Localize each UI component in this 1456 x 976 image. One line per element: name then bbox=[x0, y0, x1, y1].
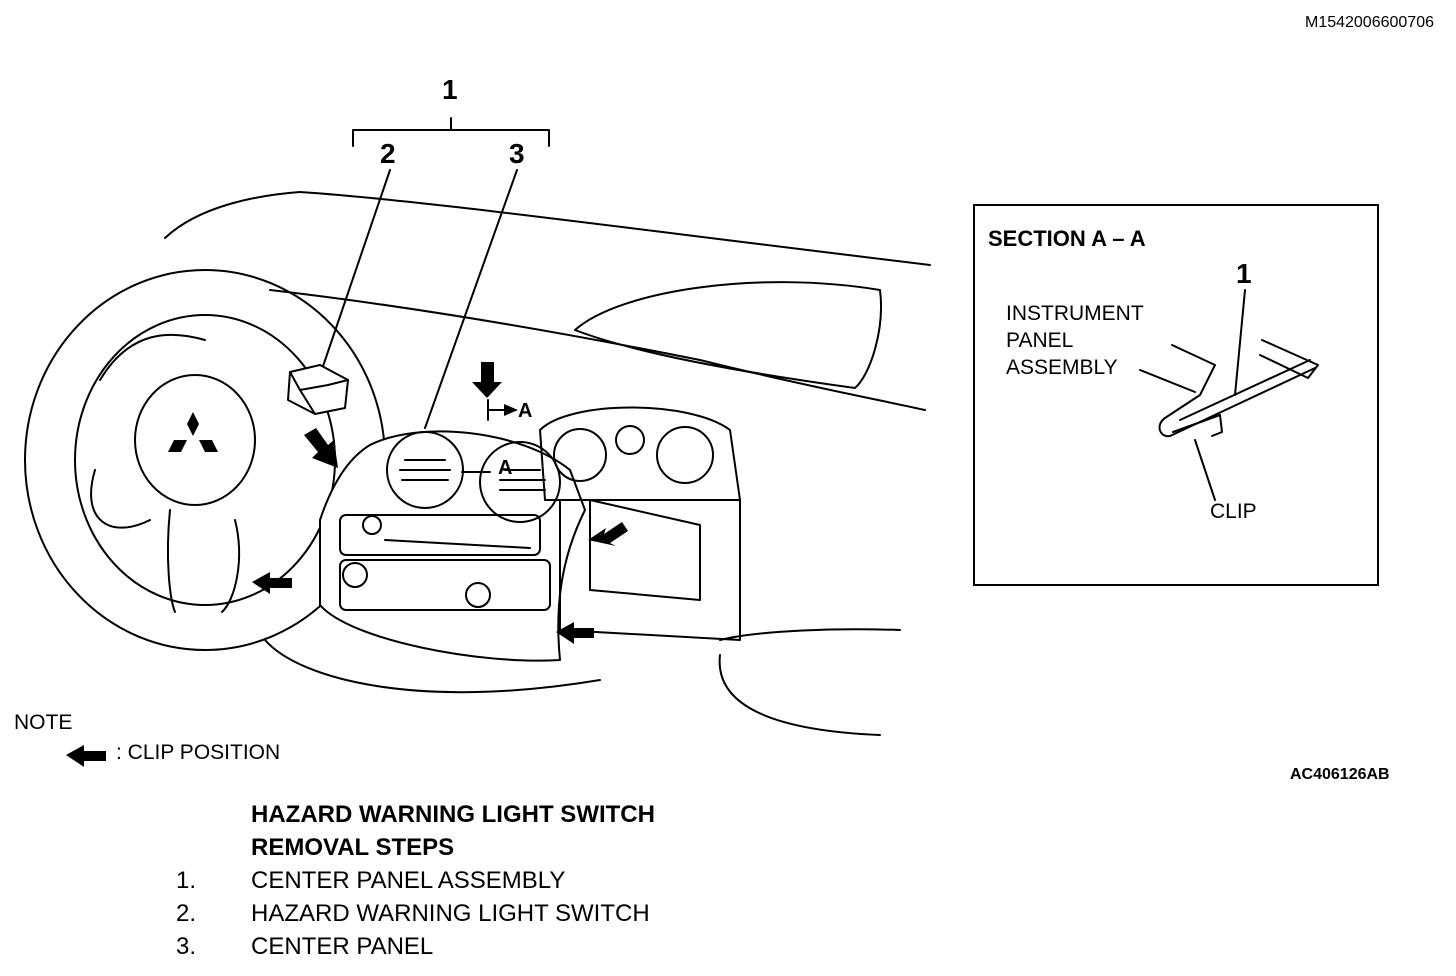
section-title: SECTION A – A bbox=[988, 226, 1146, 251]
callout-1: 1 bbox=[442, 74, 458, 105]
clip-arrow-left-icon bbox=[304, 428, 338, 468]
glovebox-hood bbox=[574, 281, 882, 389]
step-text: CENTER PANEL ASSEMBLY bbox=[251, 867, 566, 894]
section-arrow-icon bbox=[504, 404, 518, 416]
steps-title-line1: HAZARD WARNING LIGHT SWITCH bbox=[251, 801, 655, 828]
mitsubishi-logo-icon bbox=[168, 412, 218, 452]
step-number: 3. bbox=[176, 933, 197, 960]
center-panel bbox=[319, 430, 586, 662]
steering-hub bbox=[134, 374, 256, 506]
clip-arrow-bottom-left-icon bbox=[252, 572, 292, 594]
label-panel: PANEL bbox=[1006, 329, 1074, 352]
section-detail-drawing bbox=[1139, 289, 1319, 501]
figure-id: AC406126AB bbox=[1290, 766, 1390, 783]
climate-unit bbox=[339, 559, 551, 611]
step-number: 2. bbox=[176, 900, 197, 927]
document-id: M1542006600706 bbox=[1304, 14, 1434, 31]
label-assembly: ASSEMBLY bbox=[1006, 356, 1118, 379]
dashboard-top-edge bbox=[164, 191, 931, 266]
clip-arrow-right-icon bbox=[588, 522, 628, 546]
dashboard-lower-edge bbox=[269, 289, 926, 411]
callout-2: 2 bbox=[380, 138, 396, 169]
step-number: 1. bbox=[176, 867, 197, 894]
section-marker-bottom: A bbox=[498, 457, 513, 479]
clip-arrow-top-icon bbox=[472, 362, 502, 398]
callout-3: 3 bbox=[509, 138, 525, 169]
leader-line-section-1 bbox=[1234, 289, 1246, 396]
leader-line-clip bbox=[1194, 439, 1216, 501]
leader-line-instrument-panel bbox=[1139, 369, 1196, 393]
instrument-cluster bbox=[539, 406, 741, 501]
hazard-switch bbox=[287, 364, 349, 415]
label-instrument: INSTRUMENT bbox=[1006, 302, 1144, 325]
clip-arrows bbox=[66, 362, 628, 767]
label-clip: CLIP bbox=[1210, 500, 1257, 523]
clip-arrow-bottom-right-icon bbox=[556, 622, 594, 644]
section-a-a-box bbox=[973, 204, 1379, 586]
note-heading: NOTE bbox=[14, 711, 73, 734]
step-text: HAZARD WARNING LIGHT SWITCH bbox=[251, 900, 650, 927]
steps-title-line2: REMOVAL STEPS bbox=[251, 834, 455, 861]
clip-position-legend: : CLIP POSITION bbox=[116, 741, 281, 764]
black-arrow-left-icon bbox=[66, 745, 106, 767]
step-text: CENTER PANEL bbox=[251, 933, 434, 960]
leader-line-2 bbox=[319, 169, 391, 376]
radio-unit bbox=[339, 514, 541, 556]
section-marker-top: A bbox=[518, 400, 533, 422]
section-callout-1: 1 bbox=[1236, 258, 1252, 289]
